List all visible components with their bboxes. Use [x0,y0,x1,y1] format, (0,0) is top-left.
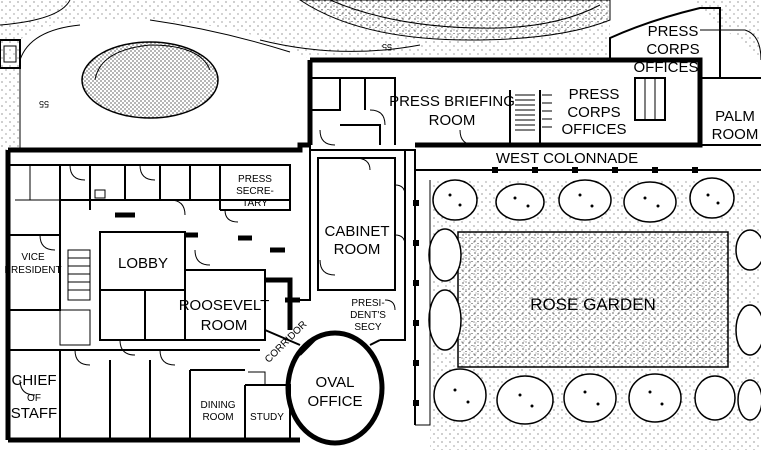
stairs [515,94,552,131]
label-press-corps-offices-top-2: CORPS [646,41,699,58]
label-press-corps-offices-top-1: PRESS [648,23,699,40]
label-presidents-secy-2: DENT'S [350,310,386,321]
grounds [0,0,761,150]
garden-trees [428,177,761,425]
elevation-marker-top: 55 [382,42,392,52]
label-roosevelt-room-1: ROOSEVELT [179,297,270,314]
pond [81,41,219,119]
label-dining-room-1: DINING [201,400,236,411]
label-presidents-secy-1: PRESI- [351,298,384,309]
label-oval-office-1: OVAL [316,374,355,391]
label-palm-room-2: ROOM [712,126,759,143]
label-press-corps-offices-2: CORPS [567,104,620,121]
tree-dots [448,193,720,408]
label-press-secretary-3: TARY [242,198,268,209]
label-press-secretary-2: SECRE- [236,186,274,197]
label-roosevelt-room-2: ROOM [201,317,248,334]
label-press-briefing-room-2: ROOM [429,112,476,129]
oval-office-shape [285,330,385,446]
label-press-briefing-room-1: PRESS BRIEFING [389,93,515,110]
label-presidents-secy-3: SECY [354,322,382,333]
label-palm-room-1: PALM [715,108,755,125]
elevation-marker-left: 55 [39,99,49,109]
building-outline [5,7,761,443]
rose-garden [415,177,761,450]
label-rose-garden: ROSE GARDEN [530,295,656,314]
label-press-corps-offices-1: PRESS [569,86,620,103]
room-labels: PRESS CORPS OFFICES PRESS BRIEFING ROOM … [4,23,758,423]
label-west-colonnade: WEST COLONNADE [496,150,638,167]
label-lobby: LOBBY [118,255,168,272]
label-cabinet-room-1: CABINET [324,223,389,240]
colonnade-columns [413,167,698,406]
small-structure [0,39,21,69]
label-vice-president-1: VICE [21,252,45,263]
label-press-secretary-1: PRESS [238,174,272,185]
label-press-corps-offices-top-3: OFFICES [633,59,698,76]
label-press-corps-offices-3: OFFICES [561,121,626,138]
doors [19,109,476,396]
label-dining-room-2: ROOM [202,412,233,423]
label-chief-of-staff-1: CHIEF [12,372,57,389]
label-oval-office-2: OFFICE [308,393,363,410]
label-corridor: CORRIDOR [263,319,309,365]
label-study: STUDY [250,412,284,423]
label-chief-of-staff-3: STAFF [11,405,57,422]
label-chief-of-staff-2: OF [27,393,41,404]
label-cabinet-room-2: ROOM [334,241,381,258]
label-vice-president-2: PRESIDENT [4,265,61,276]
